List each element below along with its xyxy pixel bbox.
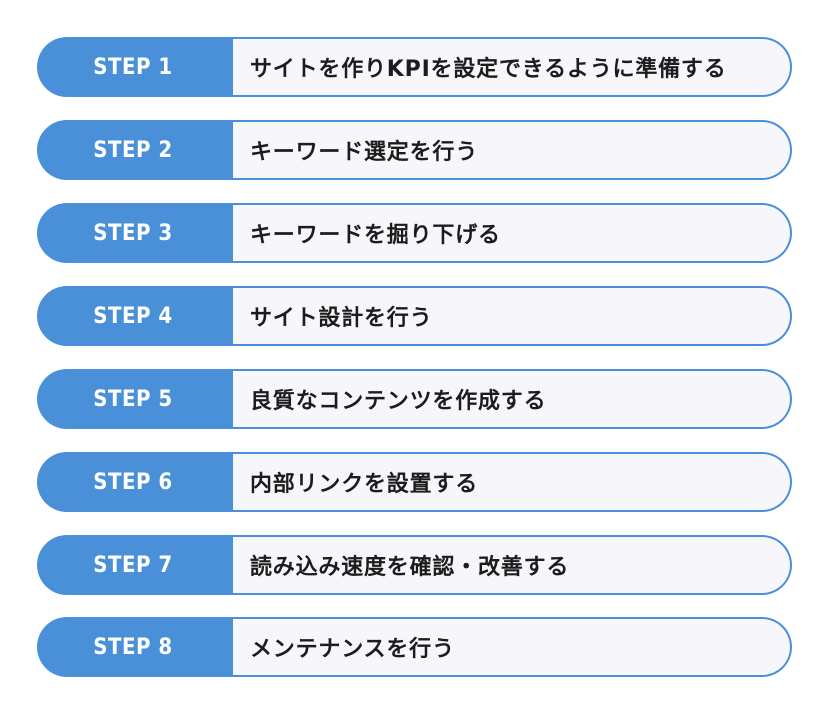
step-6-text: 内部リンクを設置する	[250, 472, 479, 497]
step-3-text: キーワードを掘り下げる	[250, 223, 501, 248]
step-8: STEP 8 メンテナンスを行う	[37, 617, 792, 677]
step-8-text: メンテナンスを行う	[250, 637, 455, 662]
step-3-box: キーワードを掘り下げる	[233, 203, 792, 263]
step-7-box: 読み込み速度を確認・改善する	[233, 535, 792, 595]
step-5-box: 良質なコンテンツを作成する	[233, 369, 792, 429]
step-6: STEP 6 内部リンクを設置する	[37, 452, 792, 512]
step-8-label: STEP 8	[37, 617, 233, 677]
step-4-text: サイト設計を行う	[250, 306, 433, 331]
step-2: STEP 2 キーワード選定を行う	[37, 120, 792, 180]
step-1: STEP 1 サイトを作りKPIを設定できるように準備する	[37, 37, 792, 97]
step-3: STEP 3 キーワードを掘り下げる	[37, 203, 792, 263]
step-1-text: サイトを作りKPIを設定できるように準備する	[250, 57, 727, 82]
step-7-text: 読み込み速度を確認・改善する	[250, 555, 570, 580]
step-3-label: STEP 3	[37, 203, 233, 263]
step-1-box: サイトを作りKPIを設定できるように準備する	[233, 37, 792, 97]
step-7: STEP 7 読み込み速度を確認・改善する	[37, 535, 792, 595]
step-2-box: キーワード選定を行う	[233, 120, 792, 180]
step-2-text: キーワード選定を行う	[250, 140, 479, 165]
step-6-box: 内部リンクを設置する	[233, 452, 792, 512]
step-5-label: STEP 5	[37, 369, 233, 429]
step-7-label: STEP 7	[37, 535, 233, 595]
step-5-text: 良質なコンテンツを作成する	[250, 389, 547, 414]
step-8-box: メンテナンスを行う	[233, 617, 792, 677]
step-5: STEP 5 良質なコンテンツを作成する	[37, 369, 792, 429]
step-2-label: STEP 2	[37, 120, 233, 180]
step-1-label: STEP 1	[37, 37, 233, 97]
step-4-label: STEP 4	[37, 286, 233, 346]
step-6-label: STEP 6	[37, 452, 233, 512]
step-4: STEP 4 サイト設計を行う	[37, 286, 792, 346]
step-4-box: サイト設計を行う	[233, 286, 792, 346]
